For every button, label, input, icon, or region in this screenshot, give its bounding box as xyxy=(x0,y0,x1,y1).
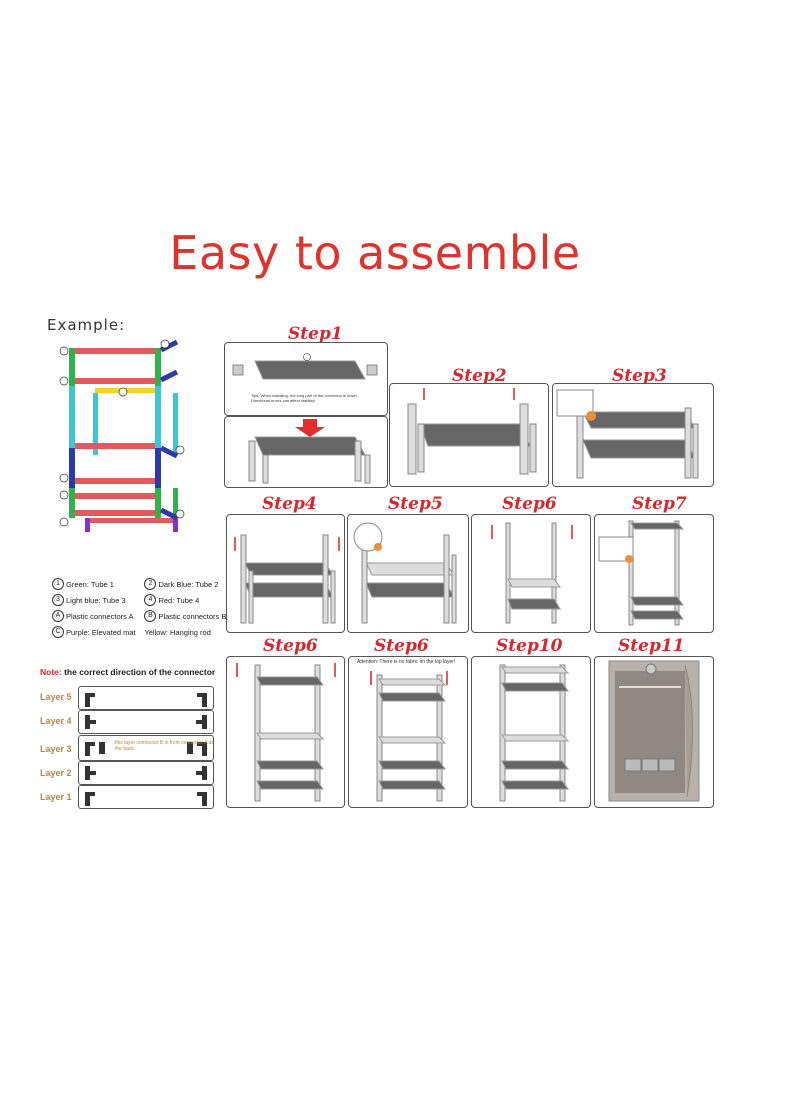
layer3-note: this layer connector B in front connecto… xyxy=(115,740,213,752)
step-label: Step7 xyxy=(632,494,687,514)
example-label: Example: xyxy=(47,316,126,334)
step6a-panel xyxy=(226,656,345,808)
page-title: Easy to assemble xyxy=(169,226,581,280)
step-label: Step2 xyxy=(452,366,507,386)
layer-connector-box xyxy=(78,785,214,809)
layer-connector-box xyxy=(78,761,214,785)
layer-label: Layer 4 xyxy=(40,716,72,726)
step1-bottom-panel xyxy=(224,416,388,488)
step7-panel xyxy=(594,514,714,633)
step-label: Step4 xyxy=(262,494,317,514)
step5-panel xyxy=(347,514,469,633)
layer-label: Layer 1 xyxy=(40,792,72,802)
layer-label: Layer 2 xyxy=(40,768,72,778)
step6-panel xyxy=(471,514,591,633)
step1-top-panel: Tips: When installing, the long part of … xyxy=(224,342,388,416)
step-label: Step6 xyxy=(502,494,557,514)
step-label: Step6 xyxy=(374,636,429,656)
step10-panel xyxy=(471,656,591,808)
step-label: Step1 xyxy=(288,324,343,344)
connector-note: Note: the correct direction of the conne… xyxy=(40,667,216,677)
layer-label: Layer 3 xyxy=(40,744,72,754)
step6b-panel: Attention: There is no fabric on the top… xyxy=(348,656,468,808)
step-label: Step5 xyxy=(388,494,443,514)
step-label: Step3 xyxy=(612,366,667,386)
layer-connector-box xyxy=(78,710,214,734)
step4-panel xyxy=(226,514,345,633)
legend-item: Yellow: Hanging rod xyxy=(144,627,211,637)
step11-panel xyxy=(594,656,714,808)
step-label: Step11 xyxy=(618,636,685,656)
step1-tip: Tips: When installing, the long part of … xyxy=(251,393,358,403)
step3-panel xyxy=(552,383,714,487)
step-label: Step10 xyxy=(496,636,563,656)
step2-panel xyxy=(389,383,549,487)
layer-connector-box xyxy=(78,686,214,710)
layer-label: Layer 5 xyxy=(40,692,72,702)
layer-connector-box: this layer connector B in front connecto… xyxy=(78,735,214,761)
step-label: Step6 xyxy=(263,636,318,656)
step6b-attention: Attention: There is no fabric on the top… xyxy=(357,659,456,665)
example-diagram xyxy=(55,338,190,543)
